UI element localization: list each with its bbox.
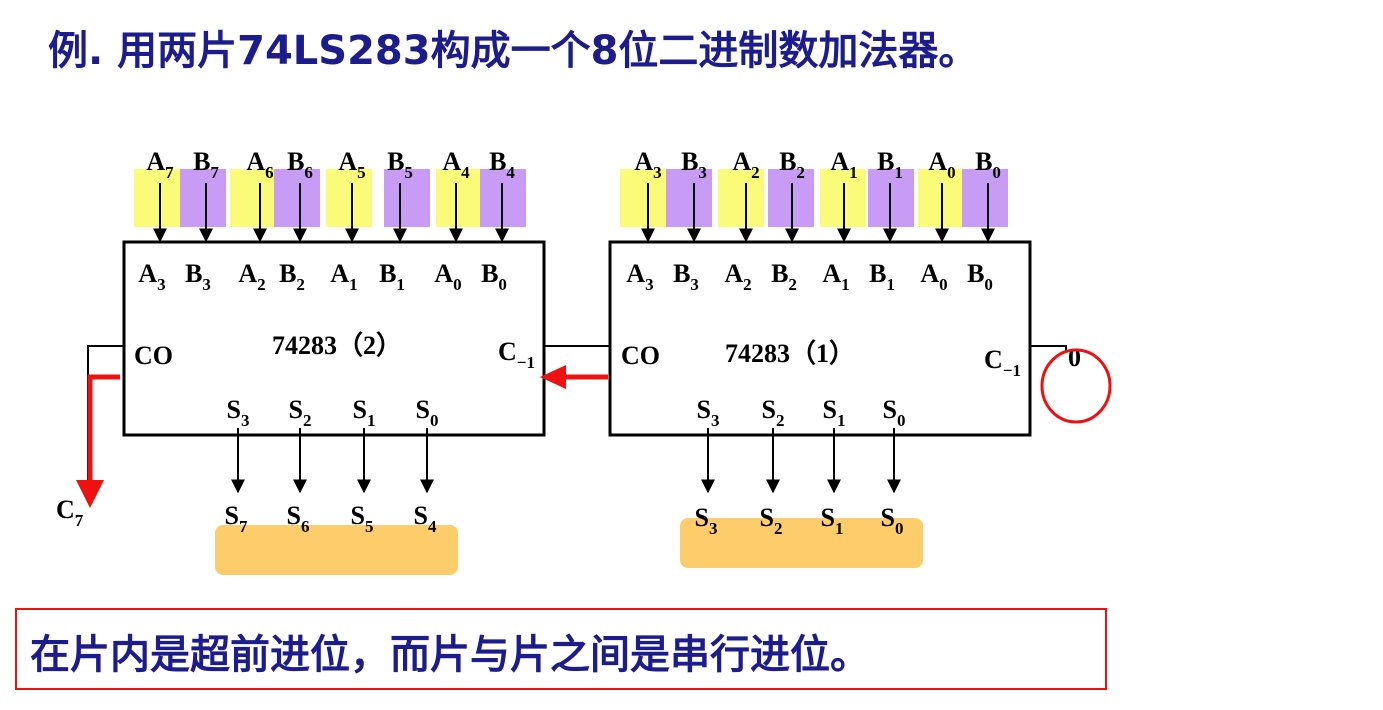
- chip2-input-box-a7: [134, 169, 180, 227]
- chip1-pin-label-a1: A1: [822, 259, 849, 294]
- chip2-input-box-a6: [230, 169, 276, 227]
- chip1-top-label-b0: B0: [975, 147, 1001, 182]
- carry-out-label: C7: [56, 495, 84, 530]
- chip2-result-box: [215, 525, 458, 575]
- chip2-input-box-a4: [436, 169, 482, 227]
- chip2-pin-label-b1: B1: [379, 259, 405, 294]
- chip1-input-box-b3: [666, 169, 712, 227]
- chip2-top-label-b4: B4: [489, 147, 515, 182]
- chip2-top-label-a4: A4: [442, 147, 470, 182]
- chip2-name: 74283（2）: [272, 331, 402, 360]
- chip1-top-label-b3: B3: [681, 147, 707, 182]
- chip2-top-label-a5: A5: [338, 147, 365, 182]
- chip2-pin-label-b2: B2: [279, 259, 305, 294]
- chip1-top-label-a0: A0: [928, 147, 955, 182]
- chip1-result-label-s0: S0: [881, 503, 904, 538]
- chip1-name: 74283（1）: [725, 339, 855, 368]
- chip2-input-box-b7: [180, 169, 226, 227]
- chip2-arrows: [153, 183, 509, 494]
- chip2-result-label-s7: S7: [225, 501, 248, 536]
- chip2-body: [122, 240, 546, 437]
- chip1-pin-label-b0: B0: [967, 259, 993, 294]
- note-text: 在片内是超前进位，而片与片之间是串行进位。: [30, 632, 870, 678]
- zero-highlight-circle: [1040, 348, 1112, 424]
- chip1-input-box-a3: [620, 169, 666, 227]
- chip2-input-box-b6: [274, 169, 320, 227]
- chip1-result-box: [680, 518, 923, 568]
- chip1-input-box-b0: [962, 169, 1008, 227]
- chip1-body: [608, 240, 1032, 437]
- chip2-result-label-s6: S6: [287, 501, 310, 536]
- chip1-pin-label-a2: A2: [724, 259, 751, 294]
- chip2-pin-label-a0: A0: [434, 259, 461, 294]
- carry-out-arrow-icon: [76, 480, 104, 508]
- serial-carry-arrow-icon: [540, 365, 566, 389]
- chip1-pin-label-b1: B1: [869, 259, 895, 294]
- chip2-out-pin-label-s2: S2: [289, 395, 312, 430]
- chip2-input-box-a5: [326, 169, 372, 227]
- chip2-pin-label-a3: A3: [138, 259, 165, 294]
- chip1-arrows: [641, 183, 995, 494]
- chip1-out-pin-label-s2: S2: [762, 395, 785, 430]
- chip2-result-label-s4: S4: [414, 501, 437, 536]
- chip2-top-label-a6: A6: [246, 147, 273, 182]
- chip2-top-label-b5: B5: [387, 147, 413, 182]
- chip2-co-label: CO: [134, 341, 173, 370]
- chip2-pin-label-a1: A1: [330, 259, 357, 294]
- chip1-result-label-s1: S1: [821, 503, 844, 538]
- chip2-co-wire: [87, 345, 124, 480]
- chip2-input-box-b5: [384, 169, 430, 227]
- chip2-out-pin-label-s3: S3: [227, 395, 250, 430]
- carry-out-arrow-shaft: [87, 374, 120, 482]
- chip2-result-label-s5: S5: [351, 501, 374, 536]
- chip2-cin-label: C−1: [498, 337, 535, 372]
- chip1-top-label-b1: B1: [877, 147, 903, 182]
- note-frame: [15, 608, 1107, 690]
- chip1-top-label-b2: B2: [779, 147, 805, 182]
- chip1-input-box-a2: [718, 169, 764, 227]
- slide-title: 例. 用两片74LS283构成一个8位二进制数加法器。: [48, 28, 978, 74]
- chip1-pin-label-b2: B2: [771, 259, 797, 294]
- chip2-top-label-a7: A7: [146, 147, 174, 182]
- chip1-pin-label-b3: B3: [673, 259, 699, 294]
- chip1-cin-label: C−1: [984, 345, 1021, 380]
- chip1-cin-wire: [1030, 345, 1067, 352]
- chip1-out-pin-label-s0: S0: [883, 395, 906, 430]
- chip2-pin-label-b3: B3: [185, 259, 211, 294]
- chip2-top-label-b6: B6: [287, 147, 313, 182]
- chip2-out-pin-label-s0: S0: [416, 395, 439, 430]
- chip1-out-pin-label-s3: S3: [697, 395, 720, 430]
- chip1-cin-value: 0: [1068, 343, 1081, 372]
- chip1-result-label-s2: S2: [760, 503, 783, 538]
- chip1-result-label-s3: S3: [695, 503, 718, 538]
- chip1-top-label-a1: A1: [830, 147, 857, 182]
- chip1-pin-label-a3: A3: [626, 259, 653, 294]
- chip1-out-pin-label-s1: S1: [823, 395, 846, 430]
- chip2-pin-label-a2: A2: [238, 259, 265, 294]
- chip2-top-label-b7: B7: [193, 147, 219, 182]
- chip1-top-label-a2: A2: [732, 147, 759, 182]
- chip1-top-label-a3: A3: [634, 147, 661, 182]
- chip1-pin-label-a0: A0: [920, 259, 947, 294]
- chip2-out-pin-label-s1: S1: [353, 395, 376, 430]
- chip1-co-label: CO: [621, 341, 660, 370]
- chip2-pin-label-b0: B0: [481, 259, 507, 294]
